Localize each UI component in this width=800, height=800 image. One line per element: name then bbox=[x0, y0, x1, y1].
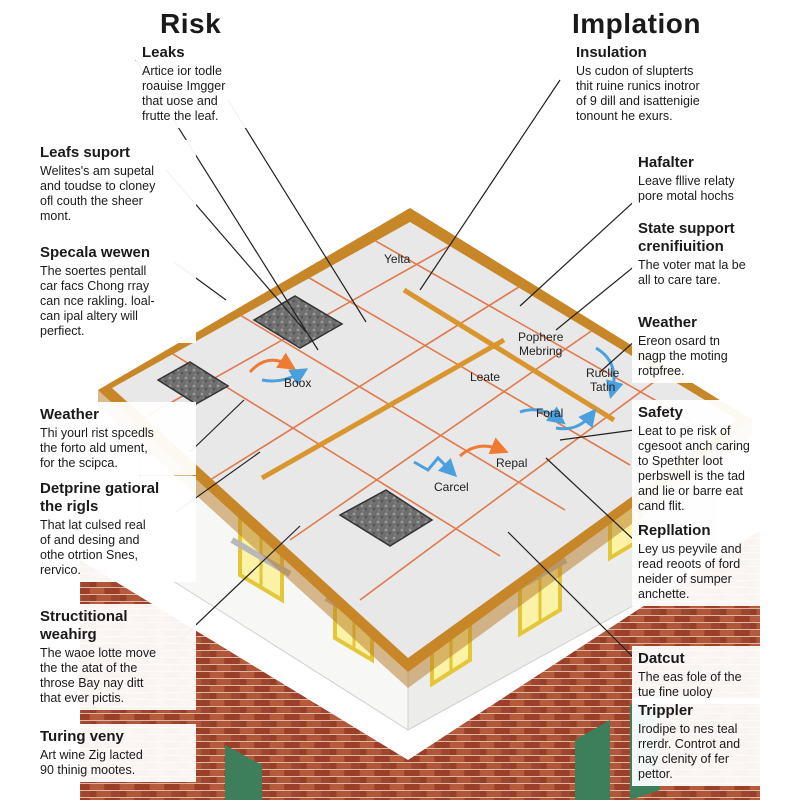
callout-turing-veny: Turing veny Art wine Zig lacted 90 thini… bbox=[34, 724, 196, 782]
roof-label-d: Leate bbox=[470, 370, 501, 384]
callout-body: Welites's am supetal and toudse to clone… bbox=[40, 164, 156, 223]
callout-repllation: Repllation Ley us peyvile and read reoot… bbox=[632, 518, 794, 606]
callout-body: Ley us peyvile and read reoots of ford n… bbox=[638, 542, 742, 601]
callout-title: Specala wewen bbox=[40, 244, 151, 261]
callout-body: The eas fole of the tue fine uoloy bbox=[638, 670, 742, 699]
callout-title: Trippler bbox=[638, 702, 694, 719]
callout-weather-right: Weather Ereon osard tn nagp the moting r… bbox=[632, 310, 794, 383]
callout-title: Hafalter bbox=[638, 154, 694, 171]
callout-hafalter: Hafalter Leave fllive relaty pore motal … bbox=[632, 150, 794, 208]
left-column-title: Risk bbox=[160, 8, 222, 39]
callout-insulation: Insulation Us cudon of slupterts thit ru… bbox=[570, 40, 778, 128]
callout-title: Leaks bbox=[142, 44, 185, 61]
callout-datcut: Datcut The eas fole of the tue fine uolo… bbox=[632, 646, 794, 704]
callout-body: Art wine Zig lacted 90 thinig mootes. bbox=[40, 748, 143, 777]
flow-arrows bbox=[248, 346, 624, 478]
roof-label-b: Pophere Mebring bbox=[518, 330, 564, 358]
callout-title: Safety bbox=[638, 404, 684, 421]
callout-body: Ereon osard tn nagp the moting rotpfree. bbox=[638, 334, 728, 378]
leader-lines bbox=[135, 59, 641, 661]
roof-label-c: Boox bbox=[284, 376, 312, 390]
callout-detprine: Detprine gatioral the rigls That lat cul… bbox=[34, 476, 196, 582]
roof-label-f: Foral bbox=[536, 406, 564, 420]
roof-surface bbox=[112, 222, 738, 658]
callout-specala-wewen: Specala wewen The soertes pentall car fa… bbox=[34, 240, 196, 343]
callout-title: Weather bbox=[40, 406, 99, 423]
right-column-title: Implation bbox=[572, 8, 701, 39]
callout-body: Irodipe to nes teal rrerdr. Controt and … bbox=[638, 722, 741, 781]
callout-title: Detprine gatioral the rigls bbox=[40, 480, 160, 515]
callout-safety: Safety Leat to pe risk of cgesoot anch c… bbox=[632, 400, 794, 518]
callout-body: Thi yourl rist spcedls the forto ald ume… bbox=[40, 426, 154, 470]
callout-title: State support crenifiuition bbox=[638, 220, 735, 255]
callout-body: Us cudon of slupterts thit ruine runics … bbox=[576, 64, 700, 123]
roof-label-h: Carcel bbox=[434, 480, 469, 494]
callout-body: The waoe lotte move the the atat of the … bbox=[40, 646, 157, 705]
callout-state-support: State support crenifiuition The voter ma… bbox=[632, 216, 794, 292]
callout-weather-left: Weather Thi yourl rist spcedls the forto… bbox=[34, 402, 196, 475]
callout-body: The soertes pentall car facs Chong rray … bbox=[40, 264, 155, 338]
callout-title: Weather bbox=[638, 314, 697, 331]
roof-label-a: Yelta bbox=[384, 252, 411, 266]
callout-body: That lat culsed real of and desing and o… bbox=[40, 518, 146, 577]
roof-dividers bbox=[260, 287, 616, 481]
roof-label-e: Ruclie Tatin bbox=[586, 366, 620, 394]
callout-title: Leafs suport bbox=[40, 144, 131, 161]
callout-title: Repllation bbox=[638, 522, 711, 539]
roof-label-g: Repal bbox=[496, 456, 528, 470]
callout-body: Artice ior todle roauise Imgger that uos… bbox=[142, 64, 226, 123]
callout-title: Turing veny bbox=[40, 728, 124, 745]
callout-body: The voter mat la be all to care tare. bbox=[638, 258, 746, 287]
callout-structitional: Structitional weahirg The waoe lotte mov… bbox=[34, 604, 196, 710]
callout-title: Insulation bbox=[576, 44, 647, 61]
callout-leaks: Leaks Artice ior todle roauise Imgger th… bbox=[136, 40, 338, 128]
callout-leafs-support: Leafs suport Welites's am supetal and to… bbox=[34, 140, 196, 228]
callout-body: Leave fllive relaty pore motal hochs bbox=[638, 174, 735, 203]
callout-trippler: Trippler Irodipe to nes teal rrerdr. Con… bbox=[632, 698, 794, 786]
callout-title: Structitional weahirg bbox=[40, 608, 128, 643]
callout-body: Leat to pe risk of cgesoot anch caring t… bbox=[638, 424, 750, 513]
callout-title: Datcut bbox=[638, 650, 685, 667]
